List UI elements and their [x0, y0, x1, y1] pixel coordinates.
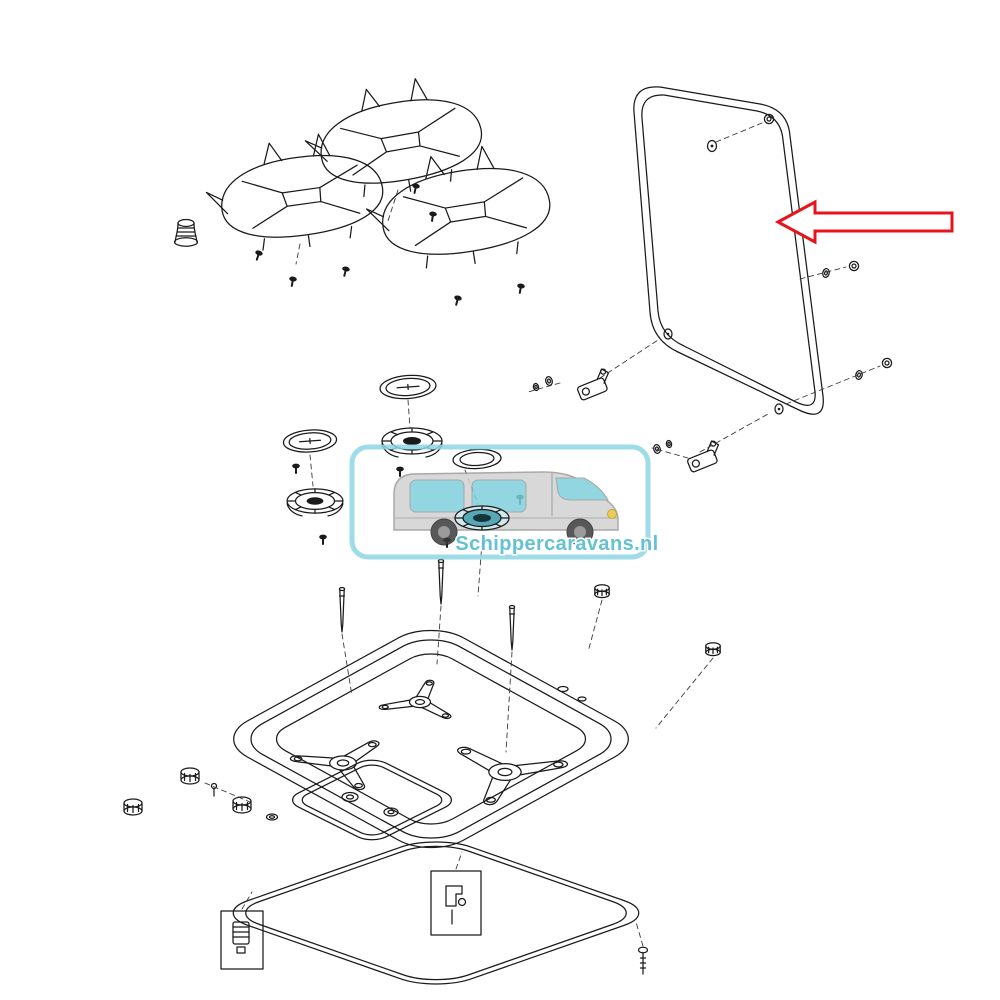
burner-bracket-icon: [451, 733, 583, 808]
rubber-stopper: [175, 220, 198, 247]
screw-icon: [252, 248, 265, 262]
grommet-icon: [123, 798, 143, 816]
grommet-icon: [594, 584, 610, 599]
watermark-text: Schippercaravans.nl: [455, 533, 658, 555]
burner-body-icon: [286, 488, 344, 517]
pan-support-icon: [199, 125, 390, 261]
screw-icon: [427, 210, 439, 223]
washer-icon: [652, 443, 662, 455]
burner-bracket-icon: [283, 725, 415, 794]
aux-burner-teal: [455, 506, 509, 530]
washer-icon: [267, 814, 278, 820]
washer-icon: [821, 267, 831, 279]
washer-icon: [544, 375, 554, 387]
screw-icon: [451, 293, 464, 307]
pan-supports: [199, 68, 558, 280]
headlight-dot: [608, 510, 617, 519]
lid-hinges: [532, 366, 726, 474]
assembly-leader-lines: [205, 123, 880, 946]
lid-hole: [775, 404, 783, 414]
highlight-arrow-icon: [778, 202, 952, 242]
igniter-pins: [338, 558, 721, 657]
glass-lid-fasteners: [763, 113, 893, 381]
screw-icon: [848, 260, 860, 272]
seal-gasket: [213, 835, 660, 991]
pan-support-icon: [359, 136, 558, 280]
aux-burner-tray: [284, 756, 459, 844]
detail-box-latch: [431, 871, 481, 935]
pin-icon: [212, 784, 217, 797]
screw-icon: [515, 281, 527, 295]
igniter-pin-icon: [508, 604, 516, 651]
washer-icon: [665, 439, 673, 449]
detail-box-block: [221, 911, 263, 969]
burner-ring-icon: [451, 447, 503, 471]
screw-icon: [318, 533, 328, 545]
grommet-icon: [705, 642, 721, 657]
burner-lid-icon: [378, 372, 438, 402]
screw-icon: [339, 264, 352, 278]
bottom-screw: [639, 947, 648, 974]
washer-icon: [854, 369, 864, 381]
lid-hole: [708, 141, 717, 152]
screw-icon: [287, 274, 299, 288]
screw-icon: [881, 357, 893, 369]
pan-support-icon: [297, 68, 491, 209]
hinge-icon: [683, 438, 726, 474]
hob-tray: [215, 620, 648, 858]
glass-lid: [634, 87, 823, 414]
burner-bracket-icon: [375, 675, 469, 721]
igniter-pin-icon: [338, 586, 346, 633]
screw-icon: [291, 462, 301, 474]
washer-icon: [532, 382, 540, 392]
watermark: Schippercaravans.nl: [352, 447, 660, 557]
grommet-icon: [232, 796, 252, 814]
burner-body-icon: [381, 427, 443, 458]
lid-hole: [664, 329, 672, 339]
screw-icon: [395, 465, 405, 477]
burner-lid-icon: [282, 427, 338, 455]
control-grommets: [123, 767, 278, 820]
diagram-linework: [123, 68, 893, 991]
caravan-logo-icon: [394, 472, 618, 545]
igniter-pin-icon: [437, 558, 445, 605]
watermark-border: [352, 447, 648, 557]
grommet-icon: [180, 767, 200, 785]
